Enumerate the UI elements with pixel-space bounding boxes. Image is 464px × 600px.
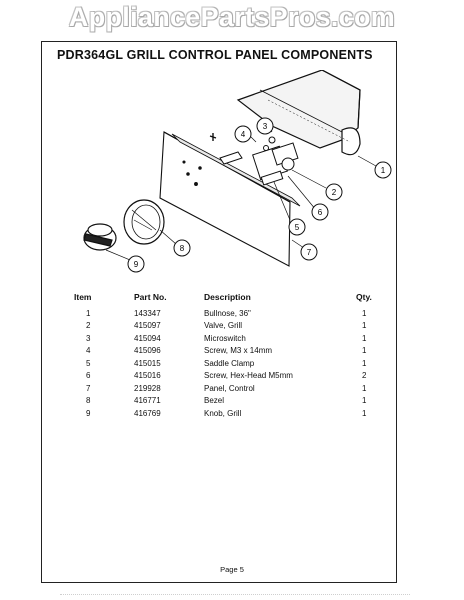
table-row: 1 143347 Bullnose, 36" 1 [74, 307, 386, 320]
item-cell: 5 [86, 358, 91, 368]
item-cell: 8 [86, 396, 91, 406]
description-cell: Panel, Control [204, 383, 255, 393]
table-row: 7 219928 Panel, Control 1 [74, 382, 386, 395]
part-no-cell: 415096 [134, 346, 161, 356]
item-cell: 4 [86, 346, 91, 356]
table-row: 9 416769 Knob, Grill 1 [74, 407, 386, 420]
callout-1: 1 [374, 161, 392, 179]
description-cell: Screw, Hex-Head M5mm [204, 371, 293, 381]
svg-text:6: 6 [318, 208, 323, 217]
header-qty: Qty. [356, 292, 372, 302]
qty-cell: 1 [362, 396, 367, 406]
table-row: 2 415097 Valve, Grill 1 [74, 320, 386, 333]
table-row: 5 415015 Saddle Clamp 1 [74, 357, 386, 370]
description-cell: Knob, Grill [204, 408, 242, 418]
table-row: 6 415016 Screw, Hex-Head M5mm 2 [74, 370, 386, 383]
control-panel-part [159, 131, 301, 267]
part-no-cell: 415097 [134, 321, 161, 331]
description-cell: Bullnose, 36" [204, 308, 251, 318]
page-number: Page 5 [220, 565, 244, 574]
header-part-no: Part No. [134, 292, 167, 302]
header-item: Item [74, 292, 92, 302]
svg-text:5: 5 [295, 223, 300, 232]
callout-4: 4 [234, 125, 252, 143]
item-cell: 6 [86, 371, 91, 381]
page-frame [41, 41, 397, 583]
qty-cell: 1 [362, 383, 367, 393]
qty-cell: 1 [362, 308, 367, 318]
svg-text:8: 8 [180, 244, 185, 253]
knob-part [83, 223, 117, 251]
callout-6: 6 [311, 203, 329, 221]
description-cell: Bezel [204, 396, 225, 406]
description-cell: Microswitch [204, 333, 246, 343]
bezel-part [123, 199, 165, 245]
leader-lines [105, 125, 377, 261]
page-title: PDR364GL GRILL CONTROL PANEL COMPONENTS [57, 48, 373, 62]
part-no-cell: 219928 [134, 383, 161, 393]
svg-text:2: 2 [332, 188, 337, 197]
bullnose-part [236, 70, 361, 156]
item-cell: 1 [86, 308, 91, 318]
description-cell: Saddle Clamp [204, 358, 255, 368]
svg-text:1: 1 [381, 166, 386, 175]
callout-2: 2 [325, 183, 343, 201]
qty-cell: 1 [362, 321, 367, 331]
svg-text:9: 9 [134, 260, 139, 269]
svg-text:4: 4 [241, 130, 246, 139]
description-cell: Screw, M3 x 14mm [204, 346, 273, 356]
callout-3: 3 [256, 117, 274, 135]
callout-9: 9 [127, 255, 145, 273]
exploded-parts-diagram: 1 2 3 4 5 6 7 8 9 [83, 70, 392, 273]
callout-5: 5 [288, 218, 306, 236]
qty-cell: 2 [362, 371, 367, 381]
parts-table: Item Part No. Description Qty. 1 143347 Bu… [74, 292, 386, 420]
part-no-cell: 415015 [134, 358, 161, 368]
qty-cell: 1 [362, 408, 367, 418]
callout-7: 7 [300, 243, 318, 261]
svg-text:3: 3 [263, 122, 268, 131]
callout-8: 8 [173, 239, 191, 257]
description-cell: Valve, Grill [204, 321, 243, 331]
item-cell: 2 [86, 321, 91, 331]
valve-assembly-part [209, 133, 299, 186]
qty-cell: 1 [362, 346, 367, 356]
qty-cell: 1 [362, 358, 367, 368]
table-row: 3 415094 Microswitch 1 [74, 332, 386, 345]
parts-table-header: Item Part No. Description Qty. [74, 292, 386, 307]
table-row: 4 415096 Screw, M3 x 14mm 1 [74, 345, 386, 358]
svg-text:7: 7 [307, 248, 312, 257]
table-row: 8 416771 Bezel 1 [74, 395, 386, 408]
site-watermark: AppliancePartsPros.com [68, 2, 396, 32]
scan-edge-line [60, 594, 410, 596]
item-cell: 7 [86, 383, 91, 393]
item-cell: 3 [86, 333, 91, 343]
part-no-cell: 143347 [134, 308, 161, 318]
qty-cell: 1 [362, 333, 367, 343]
part-no-cell: 415094 [134, 333, 161, 343]
item-cell: 9 [86, 408, 91, 418]
header-description: Description [204, 292, 251, 302]
part-no-cell: 416769 [134, 408, 161, 418]
part-no-cell: 415016 [134, 371, 161, 381]
part-no-cell: 416771 [134, 396, 161, 406]
